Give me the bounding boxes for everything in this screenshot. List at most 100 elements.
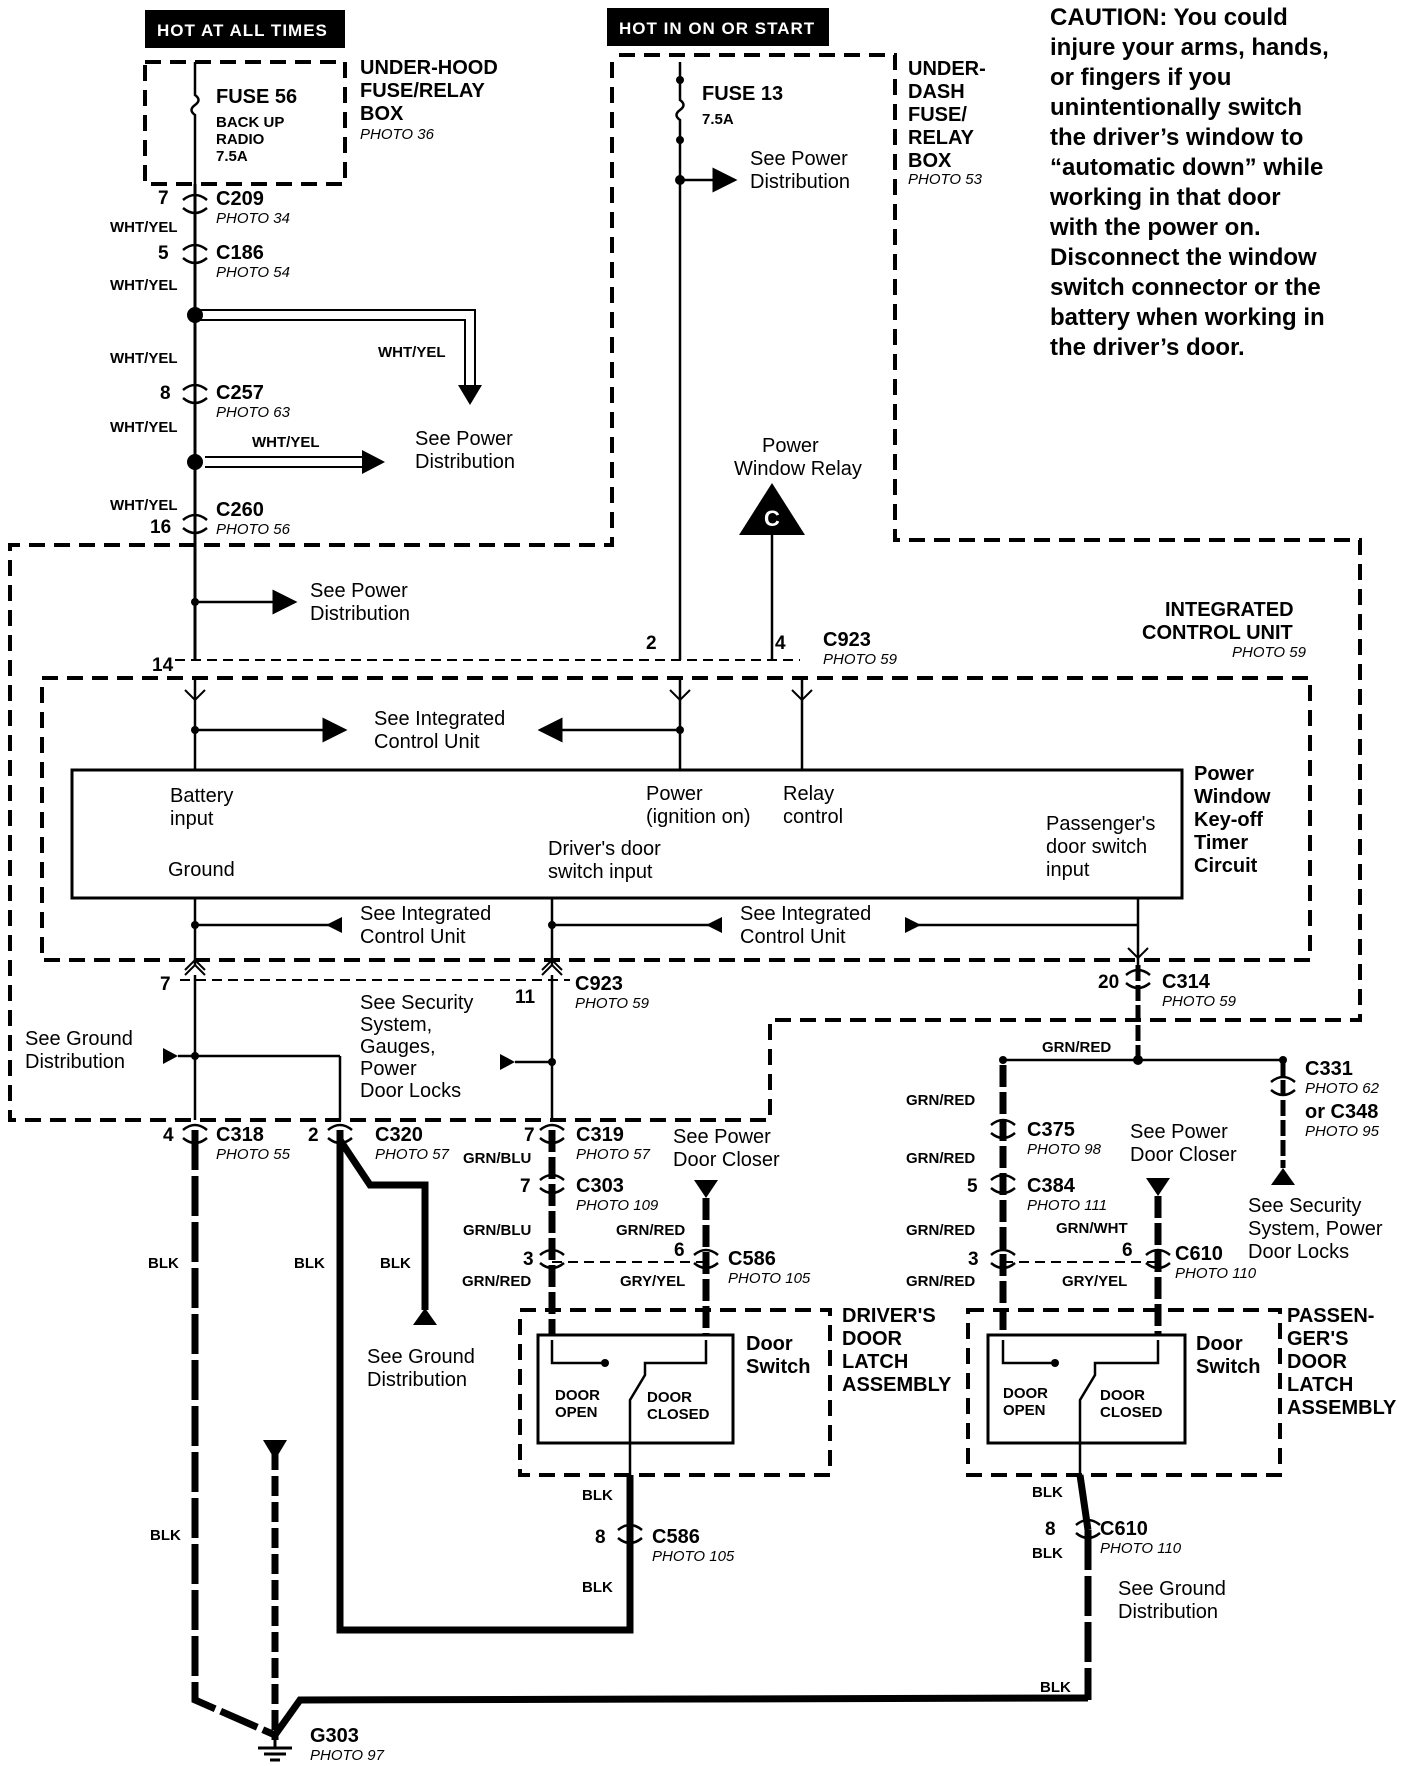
svg-text:or C348: or C348	[1305, 1101, 1378, 1123]
splice-2	[187, 454, 203, 470]
svg-text:Circuit: Circuit	[1194, 855, 1258, 877]
svg-text:C303: C303	[576, 1175, 624, 1197]
svg-text:2: 2	[646, 633, 657, 654]
svg-text:PHOTO 57: PHOTO 57	[375, 1146, 450, 1163]
svg-text:BOX: BOX	[360, 103, 404, 125]
svg-text:14: 14	[152, 655, 174, 676]
svg-text:5: 5	[967, 1176, 978, 1197]
svg-text:C586: C586	[728, 1248, 776, 1270]
connector-c923-top: 2 4 C923 PHOTO 59	[175, 629, 898, 668]
svg-text:BLK: BLK	[380, 1255, 411, 1272]
svg-text:C610: C610	[1175, 1243, 1223, 1265]
svg-text:the driver’s door.: the driver’s door.	[1050, 334, 1245, 361]
svg-text:switch connector or the: switch connector or the	[1050, 274, 1321, 301]
svg-text:PHOTO 105: PHOTO 105	[728, 1270, 811, 1287]
svg-text:See Security: See Security	[360, 992, 473, 1014]
svg-text:BLK: BLK	[1032, 1545, 1063, 1562]
svg-text:7: 7	[524, 1125, 535, 1146]
svg-text:WHT/YEL: WHT/YEL	[252, 434, 320, 451]
svg-text:Distribution: Distribution	[750, 171, 850, 193]
svg-text:PHOTO 59: PHOTO 59	[575, 995, 650, 1012]
svg-text:Timer: Timer	[1194, 832, 1248, 854]
svg-text:FUSE 56: FUSE 56	[216, 86, 297, 108]
svg-text:Door: Door	[1196, 1333, 1243, 1355]
svg-text:Control Unit: Control Unit	[360, 926, 466, 948]
svg-text:C318: C318	[216, 1124, 264, 1146]
svg-text:WHT/YEL: WHT/YEL	[378, 344, 446, 361]
svg-text:DOOR: DOOR	[1287, 1351, 1348, 1373]
svg-text:control: control	[783, 806, 843, 828]
svg-text:FUSE/RELAY: FUSE/RELAY	[360, 80, 486, 102]
svg-text:6: 6	[674, 1240, 685, 1261]
svg-text:DOOR: DOOR	[1100, 1387, 1145, 1404]
svg-text:PHOTO 54: PHOTO 54	[216, 264, 290, 281]
connector-c209-symbol	[182, 193, 208, 215]
svg-text:C923: C923	[575, 973, 623, 995]
svg-text:FUSE/: FUSE/	[908, 104, 967, 126]
svg-text:BLK: BLK	[1032, 1484, 1063, 1501]
svg-text:4: 4	[163, 1125, 174, 1146]
svg-text:C319: C319	[576, 1124, 624, 1146]
svg-text:PHOTO 36: PHOTO 36	[360, 126, 435, 143]
svg-text:7.5A: 7.5A	[702, 111, 734, 128]
svg-text:See Integrated: See Integrated	[740, 903, 871, 925]
svg-text:BLK: BLK	[582, 1579, 613, 1596]
svg-text:PHOTO 95: PHOTO 95	[1305, 1123, 1380, 1140]
svg-text:16: 16	[150, 517, 171, 538]
svg-text:C586: C586	[652, 1526, 700, 1548]
svg-text:PHOTO 105: PHOTO 105	[652, 1548, 735, 1565]
svg-text:GRN/RED: GRN/RED	[616, 1222, 685, 1239]
fuse-13-symbol	[675, 62, 685, 660]
svg-text:Ground: Ground	[168, 859, 235, 881]
svg-text:input: input	[1046, 859, 1090, 881]
svg-text:CLOSED: CLOSED	[647, 1406, 710, 1423]
svg-text:CAUTION: You could: CAUTION: You could	[1050, 4, 1288, 31]
svg-text:Window Relay: Window Relay	[734, 458, 862, 480]
svg-text:PHOTO 63: PHOTO 63	[216, 404, 291, 421]
svg-text:See Power: See Power	[1130, 1121, 1228, 1143]
svg-text:Power: Power	[762, 435, 819, 457]
svg-text:Switch: Switch	[1196, 1356, 1260, 1378]
svg-text:GRN/WHT: GRN/WHT	[1056, 1220, 1128, 1237]
svg-text:GRN/RED: GRN/RED	[1042, 1039, 1111, 1056]
svg-text:7: 7	[158, 188, 169, 209]
header-hot-in-on-or-start: HOT IN ON OR START	[607, 8, 829, 46]
driver-door-circuit: 7 C319 PHOTO 57 GRN/BLU 7 C303 PHOTO 109…	[462, 1123, 952, 1630]
svg-text:BLK: BLK	[150, 1527, 181, 1544]
connector-c186-symbol	[182, 243, 208, 265]
svg-text:4: 4	[775, 633, 786, 654]
svg-text:Power: Power	[646, 783, 703, 805]
svg-text:See Integrated: See Integrated	[374, 708, 505, 730]
svg-text:BLK: BLK	[582, 1487, 613, 1504]
left-lower-wiring: See Ground Distribution See Security Sys…	[25, 975, 556, 1120]
svg-text:Power: Power	[360, 1058, 417, 1080]
svg-text:GRN/RED: GRN/RED	[462, 1273, 531, 1290]
svg-text:Control Unit: Control Unit	[740, 926, 846, 948]
svg-text:PHOTO 59: PHOTO 59	[1232, 644, 1307, 661]
svg-text:PHOTO 110: PHOTO 110	[1100, 1540, 1182, 1557]
svg-text:Distribution: Distribution	[367, 1369, 467, 1391]
svg-text:PHOTO 62: PHOTO 62	[1305, 1080, 1380, 1097]
svg-text:3: 3	[968, 1249, 979, 1270]
svg-text:LATCH: LATCH	[842, 1351, 908, 1373]
svg-text:See Security: See Security	[1248, 1195, 1361, 1217]
svg-text:C375: C375	[1027, 1119, 1075, 1141]
svg-text:with the power on.: with the power on.	[1049, 214, 1261, 241]
connector-c260-symbol	[182, 513, 208, 535]
svg-text:GRN/BLU: GRN/BLU	[463, 1150, 531, 1167]
svg-text:injure your arms, hands,: injure your arms, hands,	[1050, 34, 1329, 61]
svg-text:GRN/BLU: GRN/BLU	[463, 1222, 531, 1239]
svg-text:11: 11	[515, 987, 536, 1008]
svg-text:ASSEMBLY: ASSEMBLY	[1287, 1397, 1397, 1419]
svg-text:DOOR: DOOR	[842, 1328, 903, 1350]
svg-text:7.5A: 7.5A	[216, 148, 248, 165]
svg-text:battery when working in: battery when working in	[1050, 304, 1325, 331]
svg-text:PHOTO 57: PHOTO 57	[576, 1146, 651, 1163]
svg-text:3: 3	[523, 1249, 534, 1270]
svg-text:PHOTO 56: PHOTO 56	[216, 521, 291, 538]
svg-text:(ignition on): (ignition on)	[646, 806, 751, 828]
svg-text:ASSEMBLY: ASSEMBLY	[842, 1374, 952, 1396]
svg-text:C: C	[764, 506, 780, 531]
svg-text:BLK: BLK	[294, 1255, 325, 1272]
svg-text:PHOTO 97: PHOTO 97	[310, 1747, 385, 1764]
